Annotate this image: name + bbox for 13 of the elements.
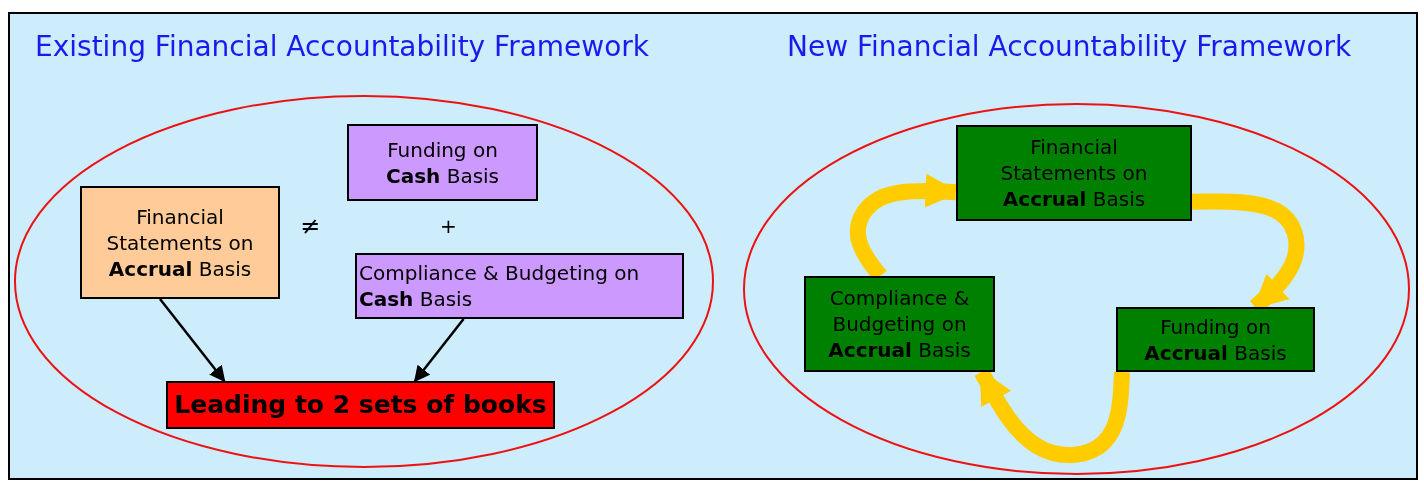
operator-symbol: + xyxy=(440,214,457,238)
framework-heading: New Financial Accountability Framework xyxy=(787,30,1352,63)
operator-symbol: ≠ xyxy=(300,212,321,240)
text-box: Funding on Cash Basis xyxy=(347,124,538,201)
text-box: Funding on Accrual Basis xyxy=(1116,307,1315,372)
text-box: Compliance & Budgeting on Accrual Basis xyxy=(804,276,995,372)
text-box: Financial Statements on Accrual Basis xyxy=(956,125,1192,221)
framework-heading: Existing Financial Accountability Framework xyxy=(35,30,650,63)
text-box: Leading to 2 sets of books xyxy=(166,381,555,429)
text-box: Compliance & Budgeting on Cash Basis xyxy=(355,253,684,319)
arrow xyxy=(159,298,226,383)
arrow xyxy=(413,318,465,383)
text-box: Financial Statements on Accrual Basis xyxy=(80,186,280,299)
